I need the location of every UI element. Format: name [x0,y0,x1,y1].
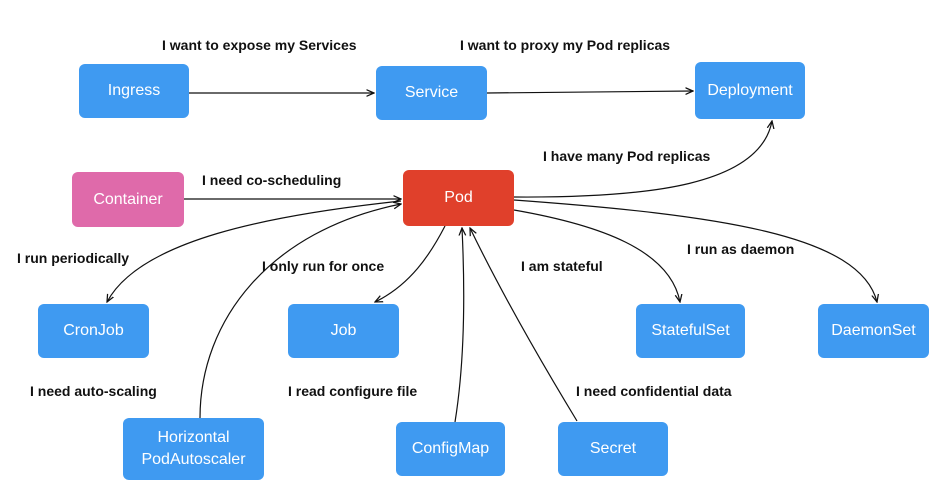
label-stateful: I am stateful [521,258,603,274]
label-many-replicas: I have many Pod replicas [543,148,711,164]
node-service[interactable]: Service [376,66,487,120]
label-expose-services: I want to expose my Services [162,37,357,53]
edge-pod-cronjob [107,200,402,302]
edge-pod-job [375,225,446,302]
edge-pod-daemonset [513,199,877,302]
edge-pod-deployment [513,121,772,198]
node-daemonset[interactable]: DaemonSet [818,304,929,358]
label-auto-scaling: I need auto-scaling [30,383,157,399]
node-horizontal-podautoscaler[interactable]: Horizontal PodAutoscaler [123,418,264,480]
node-pod[interactable]: Pod [403,170,514,226]
node-ingress[interactable]: Ingress [79,64,189,118]
node-container[interactable]: Container [72,172,184,227]
node-statefulset[interactable]: StatefulSet [636,304,745,358]
node-deployment[interactable]: Deployment [695,62,805,119]
label-run-once: I only run for once [262,258,385,274]
edge-hpa-pod [199,204,401,419]
edge-configmap-pod [454,228,464,423]
label-read-config: I read configure file [288,383,418,399]
node-cronjob[interactable]: CronJob [38,304,149,358]
node-job[interactable]: Job [288,304,399,358]
label-run-periodically: I run periodically [17,250,130,266]
label-co-scheduling: I need co-scheduling [202,172,342,188]
label-run-as-daemon: I run as daemon [687,241,795,257]
node-configmap[interactable]: ConfigMap [396,422,505,476]
edge-pod-statefulset [513,209,680,302]
node-secret[interactable]: Secret [558,422,668,476]
edge-service-deployment [486,91,693,93]
edge-secret-pod [470,228,578,422]
label-confidential-data: I need confidential data [576,383,732,399]
label-proxy-replicas: I want to proxy my Pod replicas [460,37,671,53]
